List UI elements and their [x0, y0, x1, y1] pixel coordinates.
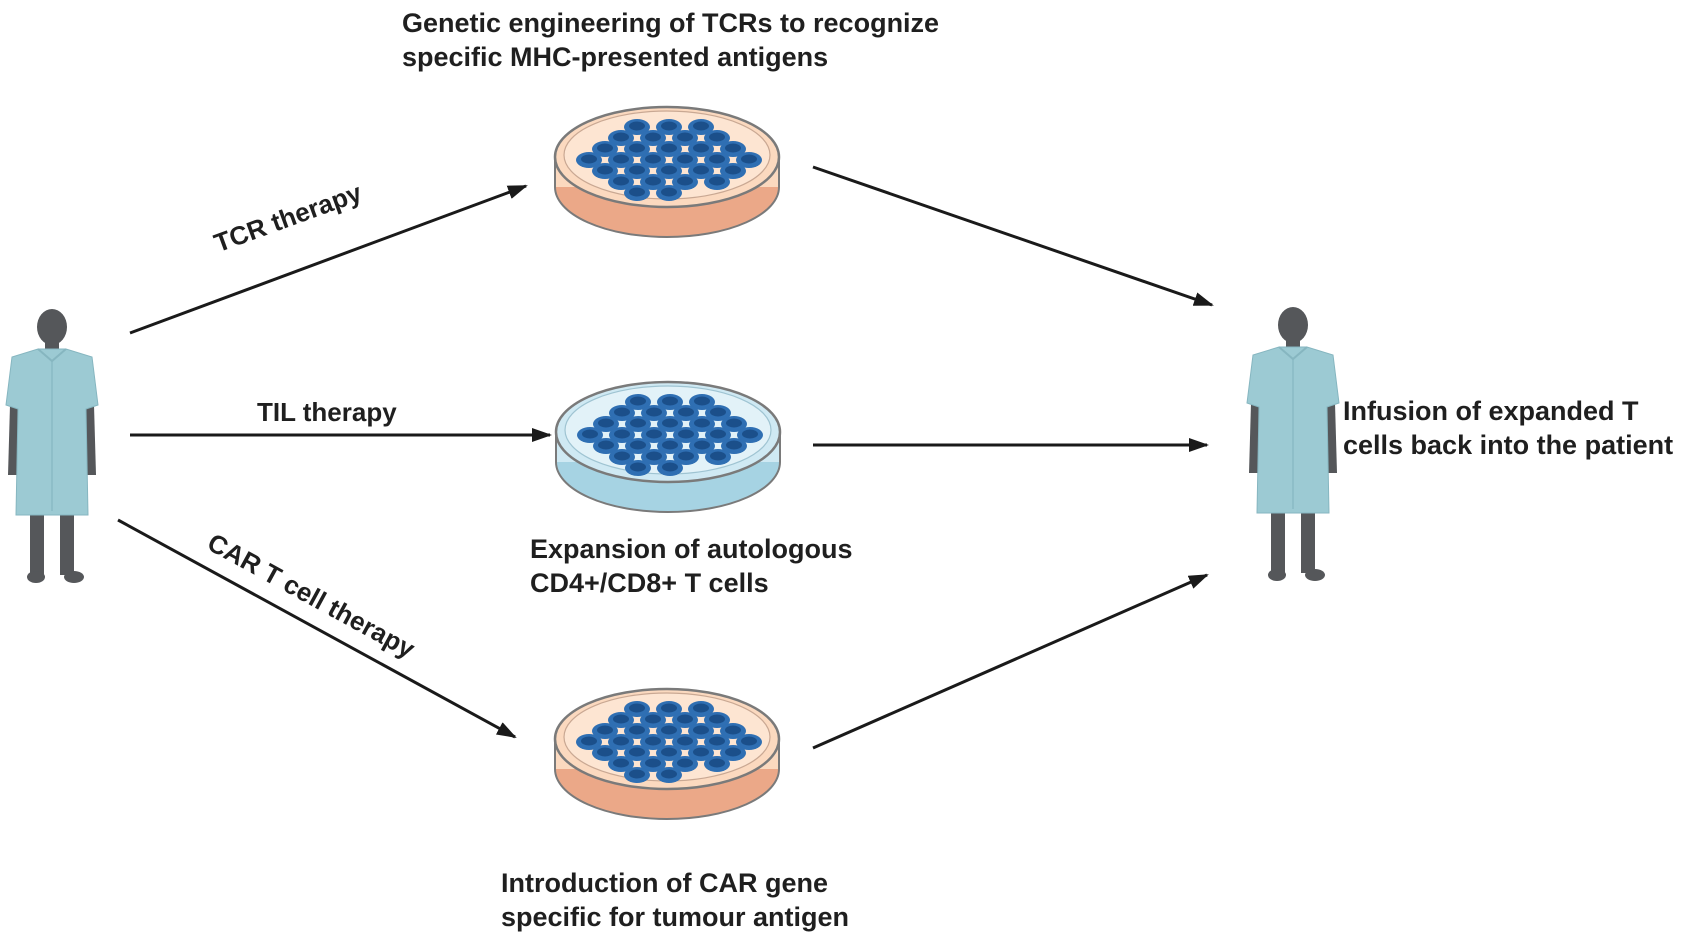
- cell: [657, 460, 683, 476]
- cell: [625, 460, 651, 476]
- middle-petri-dish: [554, 380, 782, 513]
- til-therapy-label: TIL therapy: [257, 397, 397, 427]
- cell: [705, 449, 731, 465]
- top-dish-arrow: [812, 165, 1214, 307]
- patient-left-figure: [5, 308, 99, 584]
- bottom-dish-arrow: [812, 573, 1209, 750]
- cell: [656, 767, 682, 783]
- bottom-dish-caption: Introduction of CAR gene specific for tu…: [501, 868, 850, 932]
- car-arrow: [117, 518, 517, 739]
- middle-dish-caption: Expansion of autologous CD4+/CD8+ T cell…: [530, 534, 853, 598]
- patient-infusion-caption: Infusion of expanded T cells back into t…: [1343, 396, 1674, 460]
- bottom-petri-dish: [553, 687, 781, 820]
- cell: [656, 185, 682, 201]
- cell: [624, 767, 650, 783]
- top-dish-caption: Genetic engineering of TCRs to recognize…: [402, 8, 940, 72]
- tcr-arrow: [129, 184, 528, 335]
- cell: [704, 174, 730, 190]
- cell: [704, 756, 730, 772]
- top-petri-dish: [553, 105, 781, 238]
- patient-right-figure: [1246, 306, 1340, 582]
- cell: [624, 185, 650, 201]
